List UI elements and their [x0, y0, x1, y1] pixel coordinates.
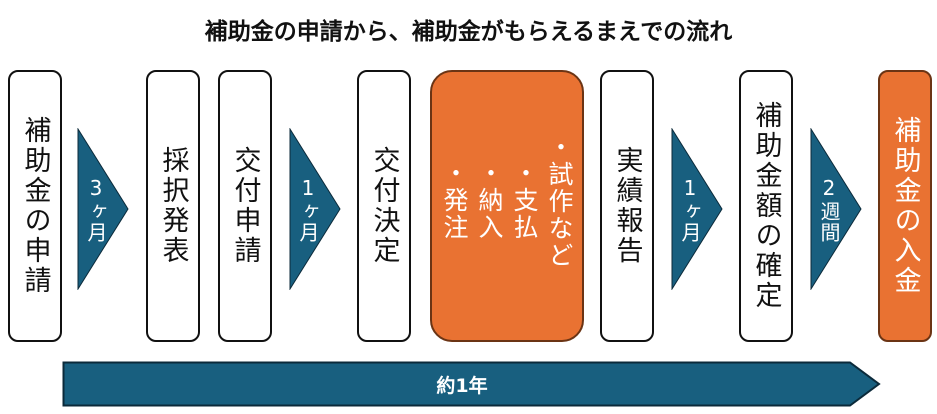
- step-payment-received: 補助金の入金: [878, 70, 932, 342]
- chevron-right-icon: [810, 128, 862, 290]
- total-duration-bar: 約1年: [62, 361, 882, 407]
- step-label: 補助金の申請: [19, 116, 51, 296]
- interval-label: 3ヶ月: [84, 175, 108, 243]
- interval-arrow: 1ヶ月: [289, 128, 341, 290]
- total-duration-label: 約1年: [436, 374, 488, 397]
- chevron-right-icon: [77, 128, 129, 290]
- step-grant-application: 交付申請: [218, 70, 272, 342]
- interval-label: 1ヶ月: [678, 175, 702, 243]
- implementation-list: ・試作など ・支払 ・納入 ・発注: [440, 133, 574, 269]
- chevron-right-icon: [289, 128, 341, 290]
- step-implementation: ・試作など ・支払 ・納入 ・発注: [430, 70, 584, 342]
- step-label: 実績報告: [611, 146, 643, 266]
- interval-arrow: 3ヶ月: [77, 128, 129, 290]
- step-label: 補助金の入金: [889, 116, 921, 296]
- chevron-right-icon: [671, 128, 723, 290]
- step-label: 採択発表: [157, 146, 189, 266]
- interval-label: 1ヶ月: [296, 175, 320, 243]
- diagram-title: 補助金の申請から、補助金がもらえるまえでの流れ: [204, 19, 733, 45]
- step-label: 交付申請: [229, 146, 261, 266]
- interval-label: 2週間: [817, 175, 841, 243]
- step-application: 補助金の申請: [8, 70, 62, 342]
- list-item: ・発注: [440, 159, 469, 241]
- step-selection-announcement: 採択発表: [146, 70, 200, 342]
- interval-arrow: 1ヶ月: [671, 128, 723, 290]
- step-performance-report: 実績報告: [600, 70, 654, 342]
- interval-arrow: 2週間: [810, 128, 862, 290]
- step-grant-decision: 交付決定: [357, 70, 411, 342]
- step-label: 補助金額の確定: [750, 101, 782, 311]
- arrow-right-icon: [62, 361, 881, 407]
- step-label: 交付決定: [368, 146, 400, 266]
- list-item: ・納入: [475, 159, 504, 241]
- step-amount-confirmation: 補助金額の確定: [739, 70, 793, 342]
- list-item: ・支払: [510, 159, 539, 241]
- list-item: ・試作など: [545, 133, 574, 269]
